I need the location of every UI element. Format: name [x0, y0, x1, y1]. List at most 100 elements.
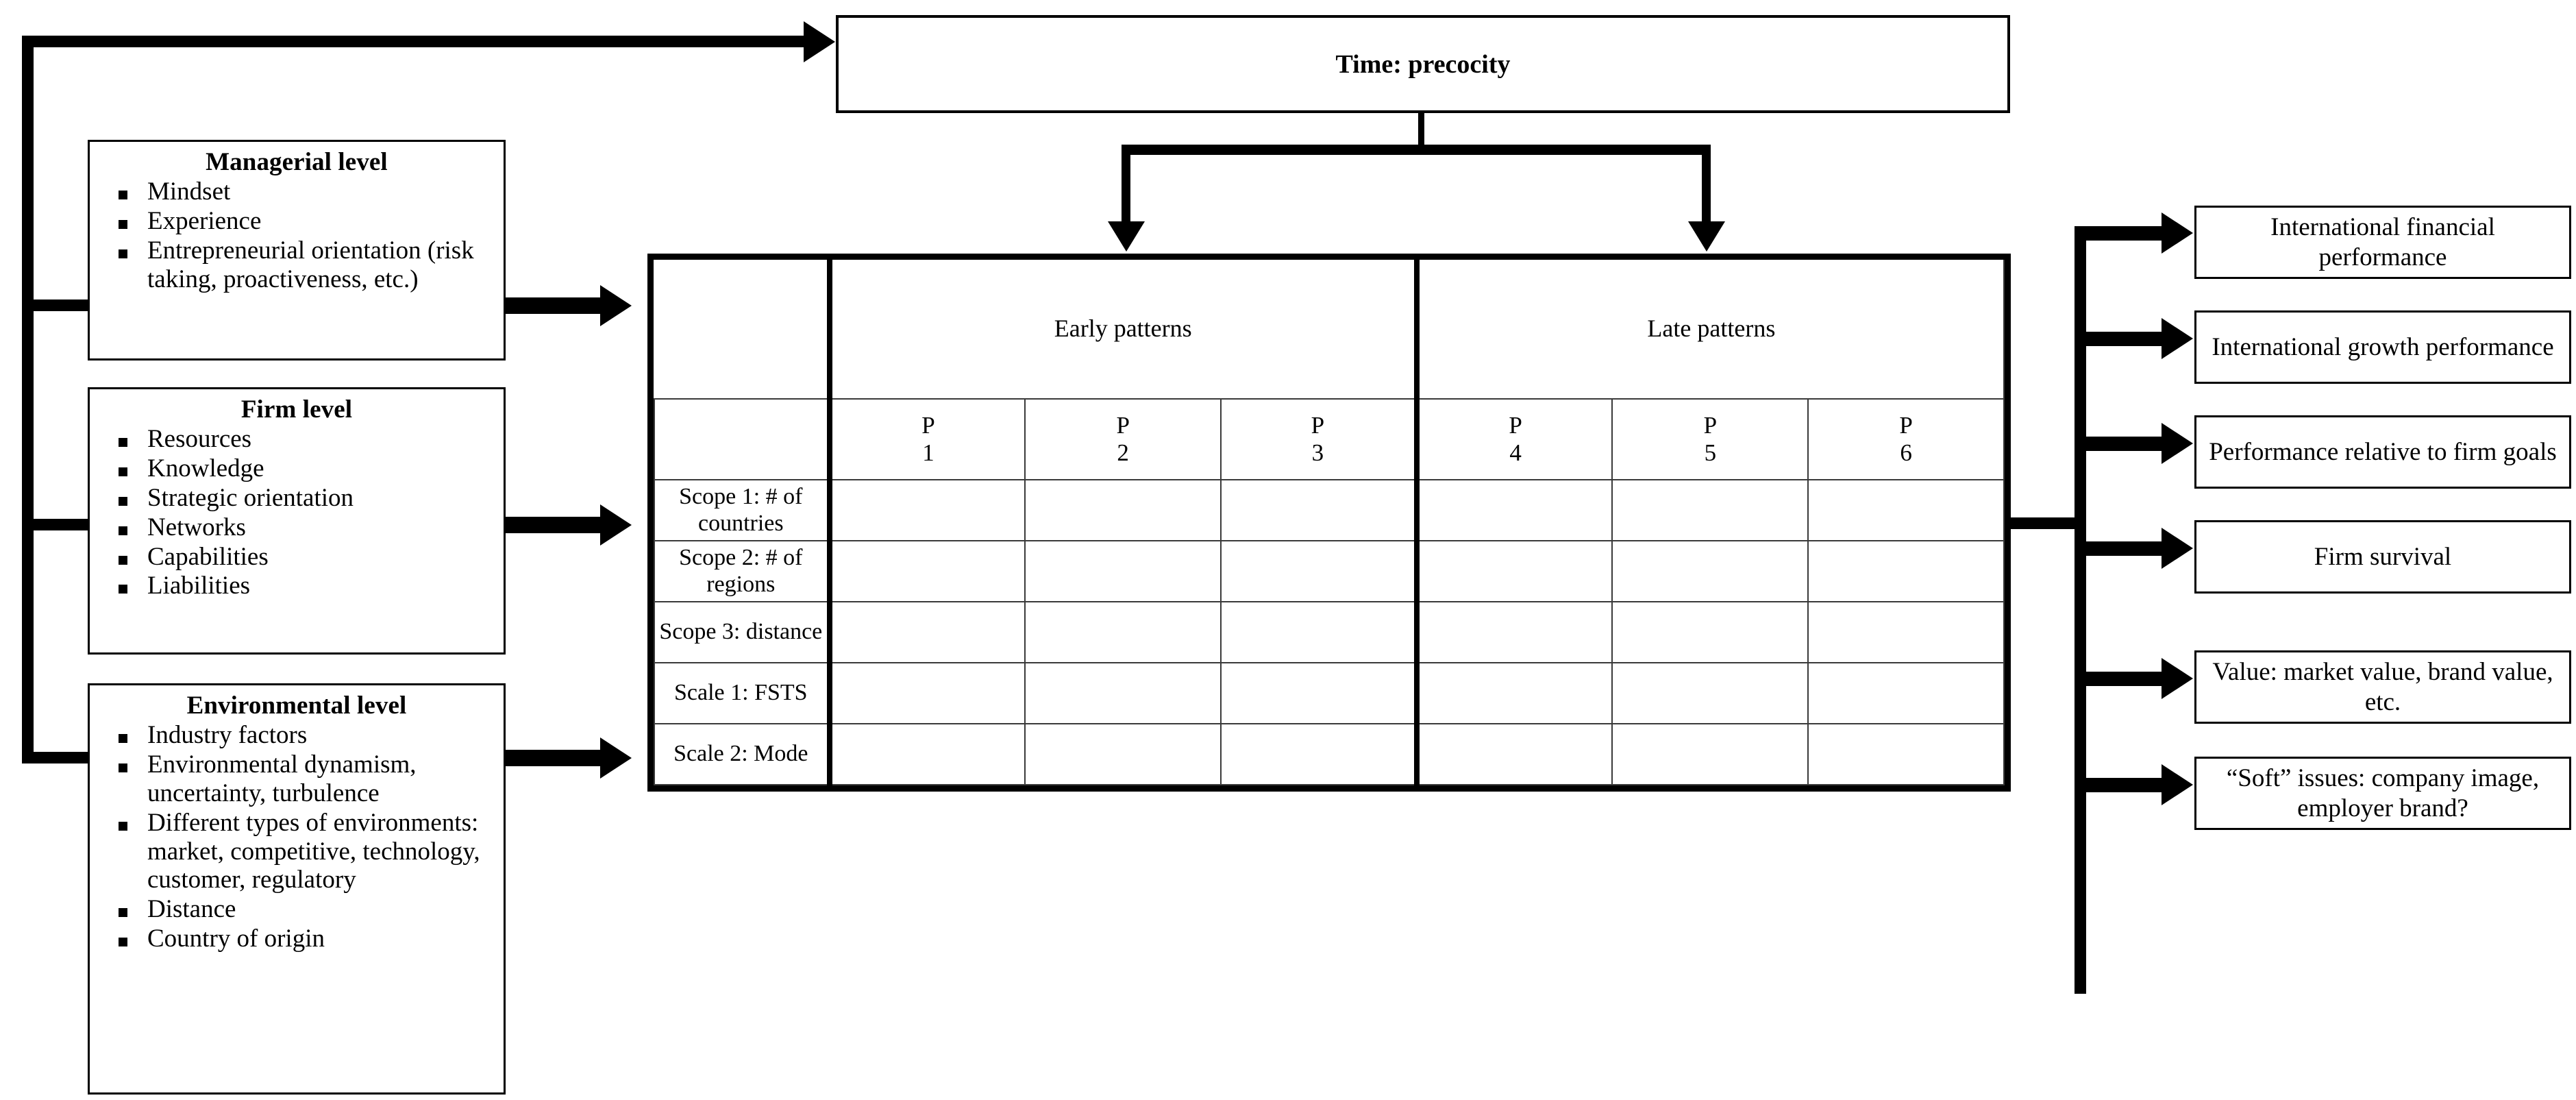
left-bracket-spine — [22, 36, 34, 763]
table-row-group-header: Early patterns Late patterns — [654, 260, 2005, 400]
matrix-cell[interactable] — [1807, 723, 2005, 785]
matrix-cell[interactable] — [1220, 723, 1420, 785]
matrix-cell[interactable] — [1415, 540, 1613, 602]
matrix-cell[interactable] — [1220, 601, 1420, 663]
matrix-cell[interactable] — [1415, 601, 1613, 663]
right-bracket-matrix-stub — [2011, 517, 2086, 529]
outcome-box-soft-issues[interactable]: “Soft” issues: company image, employer b… — [2194, 757, 2571, 830]
table-row: Scale 2: Mode — [654, 723, 2005, 785]
matrix-cell[interactable] — [1807, 479, 2005, 541]
matrix-cell[interactable] — [828, 662, 1026, 724]
matrix-cell[interactable] — [1807, 601, 2005, 663]
matrix-cell[interactable] — [1415, 479, 1613, 541]
table-row-column-header: P 1 P 2 P 3 P 4 — [654, 398, 2005, 480]
arrow-head-early-patterns — [1108, 221, 1145, 252]
matrix-cell[interactable] — [1611, 540, 1809, 602]
row-header-scope-3: Scope 3: distance — [654, 601, 832, 663]
matrix-cell[interactable] — [1024, 723, 1222, 785]
arrow-shaft-outcome-5 — [2075, 672, 2164, 686]
outcome-label: Firm survival — [2314, 542, 2452, 571]
column-header-p2: P 2 — [1024, 398, 1222, 480]
list-item: Mindset — [116, 178, 498, 206]
matrix-cell[interactable] — [1024, 479, 1222, 541]
p-letter: P — [921, 412, 935, 439]
p-number: 2 — [1117, 439, 1129, 466]
list-item: Liabilities — [116, 572, 498, 600]
arrow-shaft-outcome-3 — [2075, 437, 2164, 451]
time-precocity-box[interactable]: Time: precocity — [836, 15, 2010, 113]
arrow-head-outcome-6 — [2162, 764, 2193, 805]
matrix-cell[interactable] — [1024, 601, 1222, 663]
matrix-cell[interactable] — [828, 479, 1026, 541]
p-number: 5 — [1704, 439, 1717, 466]
outcome-label: Value: market value, brand value, etc. — [2212, 658, 2553, 716]
outcome-label: International growth performance — [2212, 332, 2554, 361]
list-item: Distance — [116, 895, 498, 924]
left-bracket-stub-environmental — [22, 752, 99, 763]
p-letter: P — [1311, 412, 1325, 439]
matrix-cell[interactable] — [1807, 662, 2005, 724]
row-header-scale-2: Scale 2: Mode — [654, 723, 832, 785]
matrix-cell[interactable] — [1611, 662, 1809, 724]
outcome-box-firm-survival[interactable]: Firm survival — [2194, 520, 2571, 594]
list-item: Capabilities — [116, 543, 498, 572]
matrix-cell[interactable] — [828, 540, 1026, 602]
arrow-shaft-outcome-1 — [2075, 226, 2164, 241]
arrow-to-time-box — [804, 21, 835, 62]
time-precocity-label: Time: precocity — [1335, 49, 1511, 79]
matrix-cell[interactable] — [1024, 662, 1222, 724]
list-item: Networks — [116, 513, 498, 542]
list-item: Environmental dynamism, uncertainty, tur… — [116, 750, 498, 808]
antecedent-title-managerial: Managerial level — [206, 148, 388, 176]
matrix-cell[interactable] — [1611, 601, 1809, 663]
table-row: Scale 1: FSTS — [654, 662, 2005, 724]
arrow-shaft-managerial-to-matrix — [506, 297, 602, 314]
row-header-scale-1: Scale 1: FSTS — [654, 662, 832, 724]
table-row: Scope 3: distance — [654, 601, 2005, 663]
matrix-cell[interactable] — [1220, 479, 1420, 541]
outcome-box-value[interactable]: Value: market value, brand value, etc. — [2194, 650, 2571, 724]
antecedent-box-managerial[interactable]: Managerial level Mindset Experience Entr… — [88, 140, 506, 360]
antecedent-box-firm[interactable]: Firm level Resources Knowledge Strategic… — [88, 387, 506, 655]
matrix-cell[interactable] — [1611, 479, 1809, 541]
arrow-shaft-outcome-4 — [2075, 541, 2164, 556]
antecedent-bullets-firm: Resources Knowledge Strategic orientatio… — [91, 425, 502, 600]
p-number: 6 — [1900, 439, 1912, 466]
matrix-cell[interactable] — [828, 601, 1026, 663]
list-item: Knowledge — [116, 454, 498, 483]
arrow-head-environmental-to-matrix — [600, 737, 632, 779]
list-item: Experience — [116, 207, 498, 236]
patterns-matrix[interactable]: Early patterns Late patterns P 1 P 2 P — [647, 254, 2011, 792]
matrix-cell[interactable] — [1415, 662, 1613, 724]
antecedent-title-environmental: Environmental level — [186, 692, 407, 720]
matrix-corner-cell-2 — [654, 398, 832, 480]
time-box-right-branch — [1702, 145, 1711, 223]
matrix-cell[interactable] — [1220, 662, 1420, 724]
p-letter: P — [1116, 412, 1130, 439]
outcome-box-performance-relative-to-firm-goals[interactable]: Performance relative to firm goals — [2194, 415, 2571, 489]
p-number: 4 — [1509, 439, 1522, 466]
matrix-cell[interactable] — [1611, 723, 1809, 785]
column-header-p5: P 5 — [1611, 398, 1809, 480]
matrix-cell[interactable] — [1807, 540, 2005, 602]
row-header-scope-2: Scope 2: # of regions — [654, 540, 832, 602]
matrix-cell[interactable] — [828, 723, 1026, 785]
antecedent-box-environmental[interactable]: Environmental level Industry factors Env… — [88, 683, 506, 1095]
arrow-head-outcome-5 — [2162, 658, 2193, 699]
group-header-late: Late patterns — [1415, 260, 2005, 400]
left-bracket-stub-managerial — [22, 300, 99, 311]
list-item: Strategic orientation — [116, 484, 498, 513]
table-row: Scope 1: # of countries — [654, 479, 2005, 541]
outcome-box-international-growth-performance[interactable]: International growth performance — [2194, 310, 2571, 384]
time-box-split-rail — [1122, 145, 1711, 155]
table-row: Scope 2: # of regions — [654, 540, 2005, 602]
antecedent-bullets-environmental: Industry factors Environmental dynamism,… — [91, 721, 502, 953]
antecedent-bullets-managerial: Mindset Experience Entrepreneurial orien… — [91, 178, 502, 293]
matrix-cell[interactable] — [1220, 540, 1420, 602]
list-item: Entrepreneurial orientation (risk taking… — [116, 236, 498, 294]
arrow-shaft-outcome-6 — [2075, 778, 2164, 792]
matrix-cell[interactable] — [1415, 723, 1613, 785]
matrix-cell[interactable] — [1024, 540, 1222, 602]
outcome-box-international-financial-performance[interactable]: International financial performance — [2194, 206, 2571, 279]
